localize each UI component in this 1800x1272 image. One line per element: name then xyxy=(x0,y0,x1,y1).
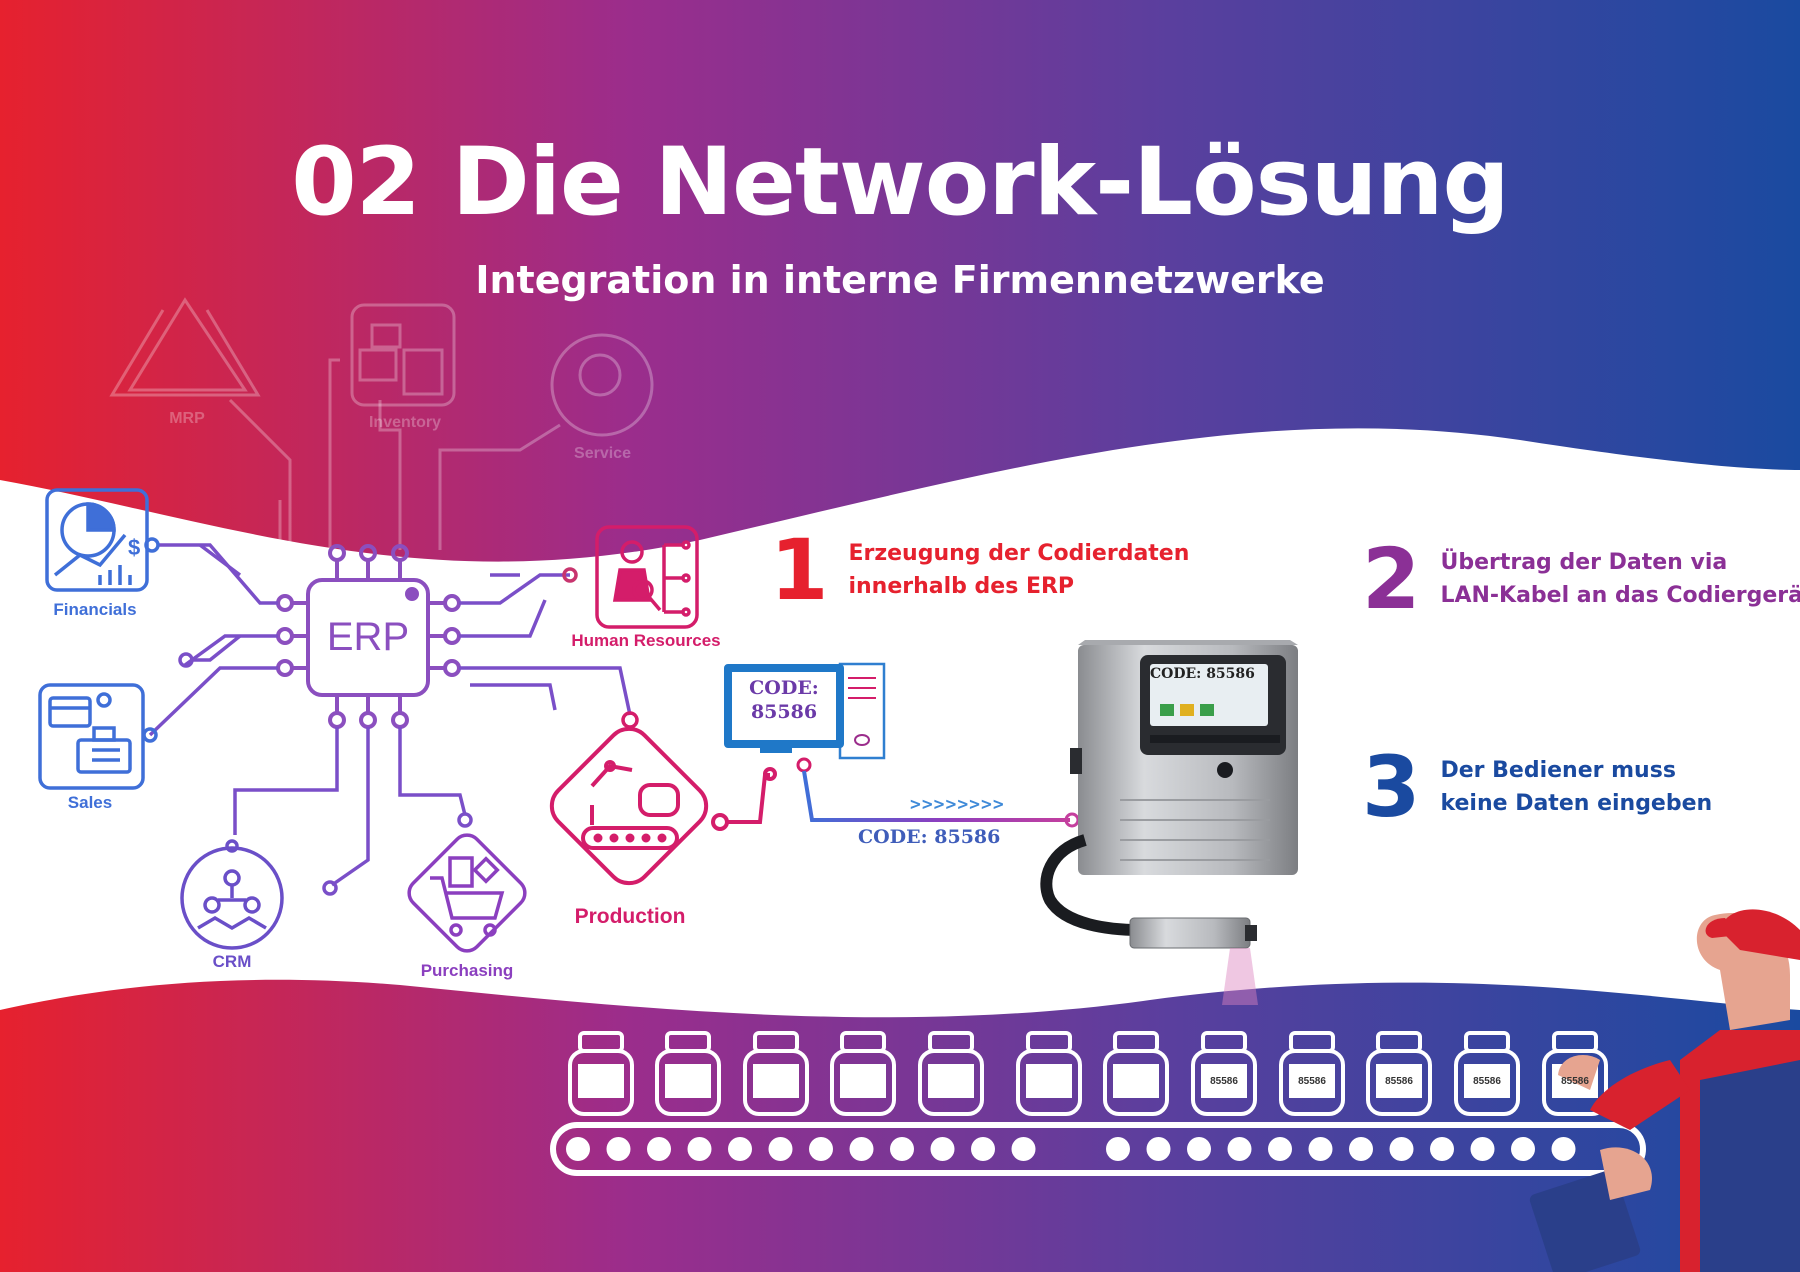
conveyor-roller xyxy=(768,1137,793,1161)
jar xyxy=(918,1031,984,1116)
printer-screen-code: CODE: 85586 xyxy=(1150,666,1255,682)
jar-code-label: 85586 xyxy=(1210,1076,1238,1087)
conveyor-roller xyxy=(647,1137,671,1161)
step-2-line1: Übertrag der Daten via xyxy=(1440,550,1728,575)
jar-code-label: 85586 xyxy=(1473,1076,1501,1087)
step-1-number: 1 xyxy=(770,521,829,619)
step-1: 1 Erzeugung der Codierdaten innerhalb de… xyxy=(770,528,1189,612)
conveyor-roller xyxy=(1389,1137,1414,1161)
conveyor-roller xyxy=(1551,1137,1576,1161)
conveyor-roller xyxy=(687,1137,712,1161)
conveyor-roller xyxy=(1430,1137,1454,1161)
svg-text:$: $ xyxy=(128,535,140,560)
step-3-line2: keine Daten eingeben xyxy=(1440,791,1713,816)
jar xyxy=(1191,1031,1257,1116)
jar xyxy=(1016,1031,1082,1116)
step-3-number: 3 xyxy=(1362,738,1421,836)
conveyor-roller xyxy=(1187,1137,1211,1161)
computer-monitor: CODE: 85586 xyxy=(724,664,844,748)
conveyor-belt xyxy=(550,1122,1646,1176)
coding-printer xyxy=(1040,640,1298,1005)
page-title: 02 Die Network-Lösung xyxy=(291,128,1509,237)
computer-illustration xyxy=(760,662,886,773)
sales-label: Sales xyxy=(67,793,113,812)
lan-cable xyxy=(802,770,1070,822)
jar xyxy=(1454,1031,1520,1116)
conveyor-roller xyxy=(1268,1137,1292,1161)
jar-code-label: 85586 xyxy=(1385,1076,1413,1087)
jar xyxy=(655,1031,721,1116)
jar xyxy=(1279,1031,1345,1116)
crm-label: CRM xyxy=(212,952,252,971)
monitor-code-line2: 85586 xyxy=(750,701,818,723)
human-resources-label: Human Resources xyxy=(571,631,721,650)
jar-code-label: 85586 xyxy=(1561,1076,1589,1087)
mrp-icon xyxy=(127,297,248,392)
step-3: 3 Der Bediener muss keine Daten eingeben xyxy=(1362,745,1712,829)
conveyor-roller xyxy=(849,1137,874,1161)
conveyor-rollers xyxy=(566,1137,1576,1161)
step-1-line2: innerhalb des ERP xyxy=(848,574,1075,599)
ghost-circuit xyxy=(109,297,654,550)
conveyor-roller xyxy=(1511,1137,1535,1161)
purchasing-icon xyxy=(407,833,527,953)
production-label: Production xyxy=(574,905,686,928)
mrp-label: MRP xyxy=(169,410,205,427)
financials-icon: $ xyxy=(45,488,160,592)
step-2-line2: LAN-Kabel an das Codiergerät xyxy=(1440,583,1800,608)
jar xyxy=(830,1031,896,1116)
conveyor-roller xyxy=(930,1137,955,1161)
step-3-line1: Der Bediener muss xyxy=(1440,758,1676,783)
inventory-icon xyxy=(350,303,456,407)
transfer-arrows: >>>>>>>> xyxy=(910,794,1005,815)
production-icon xyxy=(549,726,777,886)
crm-icon xyxy=(180,839,284,950)
financials-label: Financials xyxy=(53,600,137,619)
step-2: 2 Übertrag der Daten via LAN-Kabel an da… xyxy=(1362,537,1800,621)
erp-label: ERP xyxy=(326,615,410,659)
conveyor-roller xyxy=(809,1137,833,1161)
circuit-lines xyxy=(148,543,639,896)
jar xyxy=(1103,1031,1169,1116)
service-label: Service xyxy=(574,445,631,462)
conveyor-roller xyxy=(728,1137,752,1161)
jar xyxy=(568,1031,634,1116)
conveyor-roller xyxy=(566,1137,590,1161)
step-1-line1: Erzeugung der Codierdaten xyxy=(848,541,1190,566)
sales-icon xyxy=(38,683,158,790)
conveyor-roller xyxy=(606,1137,631,1161)
worker-illustration xyxy=(1529,909,1800,1272)
page-subtitle: Integration in interne Firmennetzwerke xyxy=(475,258,1325,302)
conveyor-roller xyxy=(1146,1137,1171,1161)
transfer-code: CODE: 85586 xyxy=(858,826,1001,848)
conveyor-roller xyxy=(1011,1137,1036,1161)
jar xyxy=(1366,1031,1432,1116)
step-2-number: 2 xyxy=(1362,530,1421,628)
jar xyxy=(743,1031,809,1116)
conveyor-roller xyxy=(1470,1137,1495,1161)
conveyor-roller xyxy=(1349,1137,1373,1161)
conveyor-roller xyxy=(1308,1137,1333,1161)
conveyor-roller xyxy=(1227,1137,1252,1161)
service-icon xyxy=(550,333,654,437)
jar-code-label: 85586 xyxy=(1298,1076,1326,1087)
inventory-label: Inventory xyxy=(368,414,441,431)
human-resources-icon xyxy=(595,525,699,629)
monitor-code-line1: CODE: xyxy=(749,677,819,699)
conveyor-roller xyxy=(890,1137,914,1161)
conveyor-roller xyxy=(971,1137,995,1161)
purchasing-label: Purchasing xyxy=(420,961,514,980)
conveyor-roller xyxy=(1106,1137,1130,1161)
